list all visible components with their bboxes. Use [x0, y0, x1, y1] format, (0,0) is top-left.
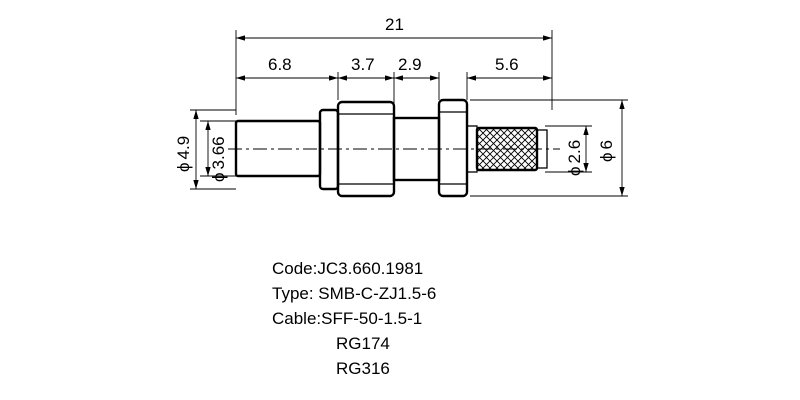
dim-dia-outer-left: ϕ4.9 — [174, 136, 193, 172]
spec-cable-alt2: RG316 — [336, 359, 390, 378]
spec-type: Type: SMB-C-ZJ1.5-6 — [272, 284, 437, 303]
dim-seg1: 6.8 — [268, 55, 292, 74]
spec-cable: Cable:SFF-50-1.5-1 — [272, 309, 423, 328]
spec-cable-alt1: RG174 — [336, 334, 390, 353]
right-diameter-dims — [470, 99, 628, 197]
dim-dia-right: ϕ6 — [597, 140, 616, 162]
dim-dia-inner-left: ϕ3.66 — [209, 136, 228, 182]
dim-seg3: 2.9 — [398, 55, 422, 74]
dim-seg2: 3.7 — [351, 55, 375, 74]
dim-seg4: 5.6 — [495, 55, 519, 74]
dim-dia-crimp: ϕ2.6 — [565, 140, 584, 176]
dim-overall-length: 21 — [385, 15, 404, 34]
spec-code: Code:JC3.660.1981 — [272, 259, 424, 278]
left-diameter-dims — [190, 109, 236, 190]
connector-body — [234, 98, 478, 198]
